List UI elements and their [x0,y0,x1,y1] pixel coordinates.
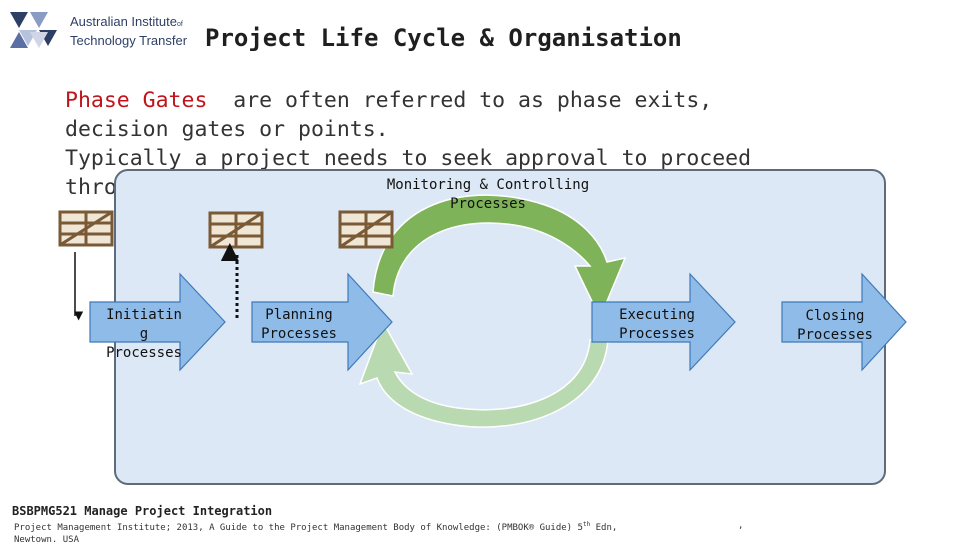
monitoring-label-line2: Processes [450,196,526,212]
planning-label-line1: Planning [265,307,332,323]
monitoring-label-line1: Monitoring & Controlling [387,177,589,193]
page-mark: , [738,521,743,531]
executing-label-line2: Processes [619,326,695,342]
planning-processes-label: Planning Processes [250,306,348,344]
phase-gate-2-icon [210,213,262,247]
initiating-processes-label: Initiatin g Processes [92,306,196,363]
phase-gate-3-icon [340,212,392,247]
closing-processes-label: Closing Processes [784,307,886,345]
cycle-arrow-bottom [360,322,608,427]
closing-label-line2: Processes [797,327,873,343]
phase-gate-1-icon [60,212,112,245]
executing-label-line1: Executing [619,307,695,323]
initiating-label-line3: Processes [106,345,182,361]
monitoring-controlling-label: Monitoring & Controlling Processes [360,176,616,214]
reference-line2: Newtown. USA [14,535,79,545]
executing-processes-label: Executing Processes [604,306,710,344]
initiating-label-line2: g [140,326,148,342]
reference-part1: Project Management Institute; 2013, A Gu… [14,523,583,533]
reference-citation: Project Management Institute; 2013, A Gu… [14,519,617,546]
reference-part2: Edn, [590,523,617,533]
closing-label-line1: Closing [805,308,864,324]
planning-label-line2: Processes [261,326,337,342]
course-code: BSBPMG521 Manage Project Integration [12,504,272,518]
initiating-label-line1: Initiatin [106,307,182,323]
